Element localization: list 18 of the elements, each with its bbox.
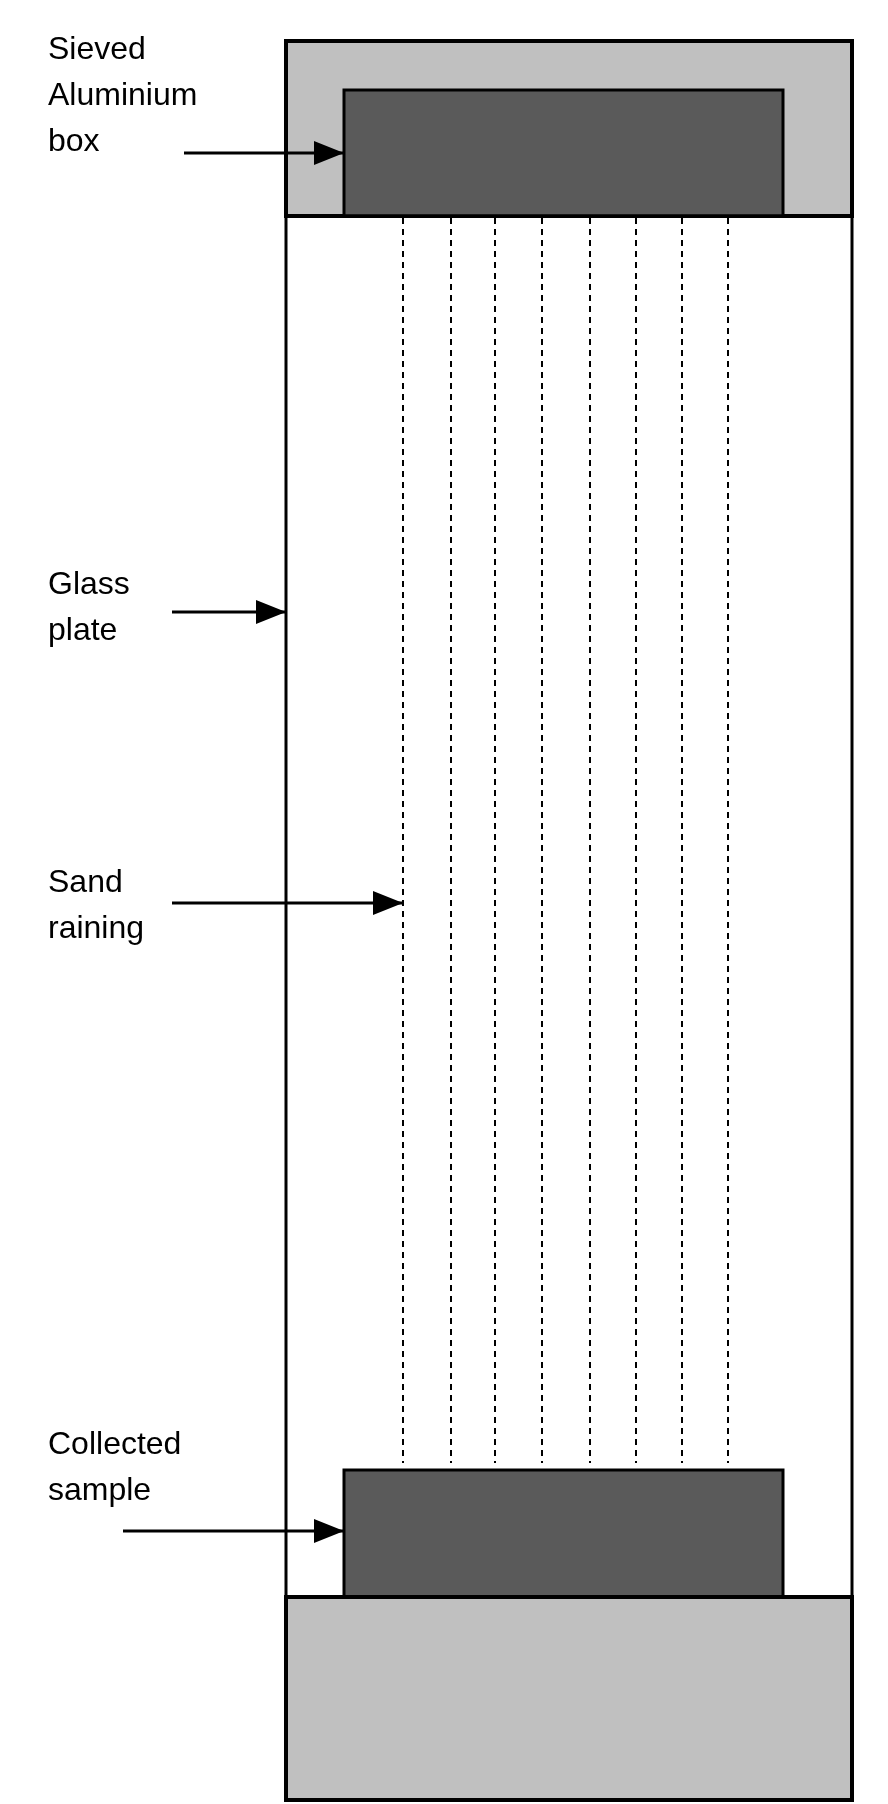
part-label: Sand raining (48, 858, 188, 950)
dashed-line (402, 217, 404, 1464)
dashed-line (589, 217, 591, 1464)
part-label: Collected sample (48, 1420, 218, 1512)
aluminium-box (342, 88, 785, 218)
dashed-line (635, 217, 637, 1464)
dashed-line (450, 217, 452, 1464)
leader-arrow (123, 1519, 344, 1543)
base-plate (284, 1595, 854, 1802)
dashed-line (681, 217, 683, 1464)
leader-arrow (172, 600, 286, 624)
part-label: Glass plate (48, 560, 188, 652)
part-label: Sieved Aluminium box (48, 25, 233, 163)
dashed-line (494, 217, 496, 1464)
leader-arrow (184, 141, 344, 165)
leader-arrow (172, 891, 403, 915)
dashed-line (727, 217, 729, 1464)
dashed-line (541, 217, 543, 1464)
